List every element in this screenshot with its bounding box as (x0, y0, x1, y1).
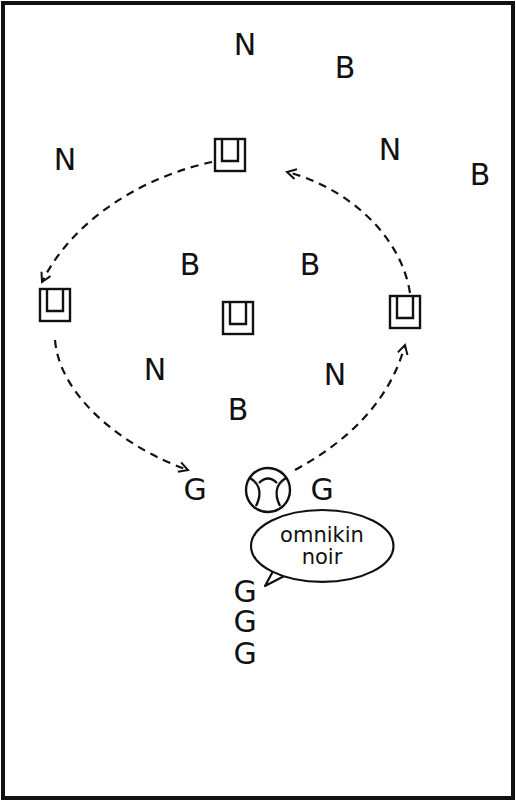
goal-symbol (390, 296, 420, 328)
goal-symbol (223, 302, 253, 334)
player-marker: B (300, 250, 321, 280)
player-marker: B (180, 250, 201, 280)
player-marker: G (233, 607, 256, 637)
player-marker: N (144, 355, 166, 385)
pass-arrows (42, 162, 410, 470)
player-marker: G (183, 475, 206, 505)
speech-bubble: omnikin noir (249, 508, 396, 584)
player-marker: N (234, 30, 256, 60)
pass-arrow (42, 162, 212, 282)
pass-arrow (287, 172, 410, 293)
player-marker: B (228, 395, 249, 425)
player-marker: G (233, 639, 256, 669)
frame (3, 3, 513, 798)
player-marker: B (335, 53, 356, 83)
player-marker: N (379, 135, 401, 165)
goals (40, 139, 420, 334)
player-marker: N (324, 360, 346, 390)
ball (246, 468, 290, 512)
player-marker: G (233, 577, 256, 607)
speech-text: omnikin noir (277, 524, 367, 568)
player-marker: G (310, 475, 333, 505)
pass-arrow (55, 340, 188, 470)
goal-symbol (40, 289, 70, 321)
pass-arrow (295, 345, 405, 470)
bubble-ellipse (251, 510, 393, 582)
goal-symbol (215, 139, 245, 171)
player-marker: N (54, 145, 76, 175)
player-marker: B (470, 160, 491, 190)
